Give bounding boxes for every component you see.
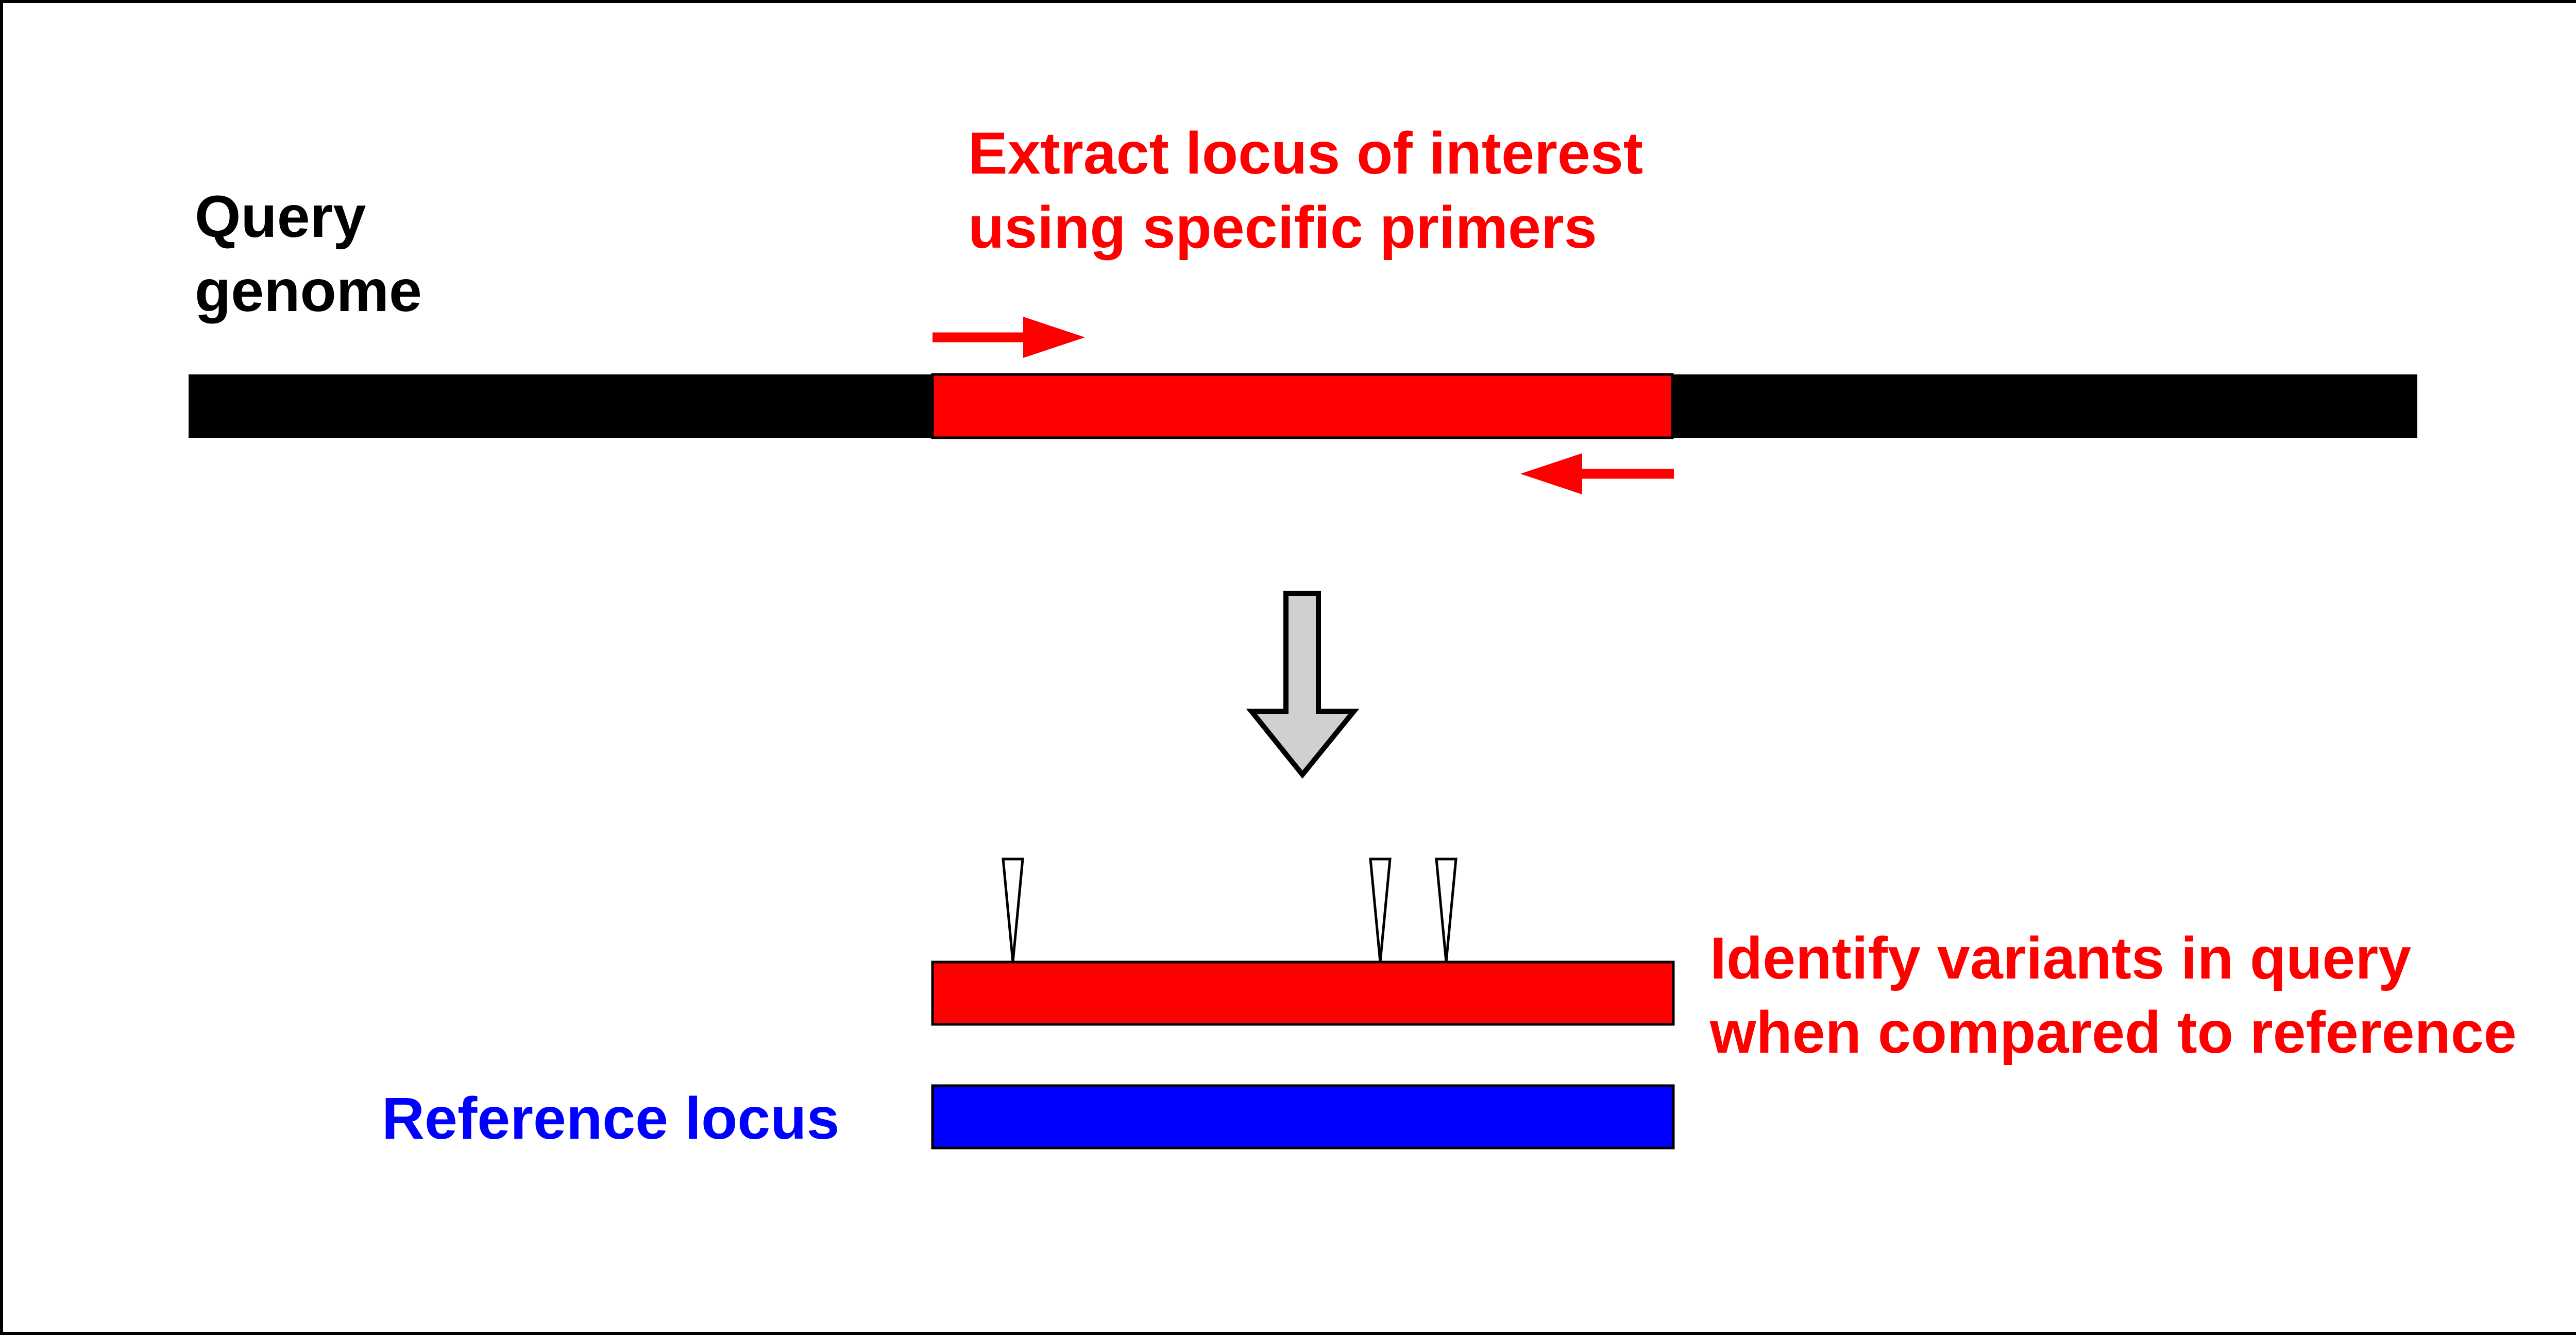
identify-variants-label-line-2: when compared to reference xyxy=(1710,1000,2517,1066)
query-locus-bar xyxy=(931,960,1675,1026)
variant-marker-triangle-marker-icon xyxy=(1002,857,1024,963)
variant-marker-triangle-marker-icon xyxy=(1435,857,1458,963)
reference-locus-bar xyxy=(931,1084,1675,1150)
query-genome-label-line-1: Query xyxy=(195,184,366,250)
extract-locus-label: Extract locus of interest using specific… xyxy=(968,116,1643,265)
extract-locus-label-line-2: using specific primers xyxy=(968,195,1597,261)
extract-locus-label-line-1: Extract locus of interest xyxy=(968,121,1643,186)
query-genome-label-line-2: genome xyxy=(195,258,422,324)
query-genome-label: Query genome xyxy=(195,180,422,328)
variant-marker-triangle-marker-icon xyxy=(1369,857,1392,963)
forward-primer-right-arrow-icon xyxy=(933,317,1085,358)
identify-variants-label: Identify variants in query when compared… xyxy=(1710,921,2517,1070)
reverse-primer-left-arrow-icon xyxy=(1520,453,1674,494)
flow-down-arrow-icon xyxy=(1246,591,1360,779)
diagram-graphics xyxy=(189,317,2417,1150)
reference-locus-label: Reference locus xyxy=(382,1086,840,1152)
identify-variants-label-line-1: Identify variants in query xyxy=(1710,925,2412,991)
locus-on-genome-bar xyxy=(931,373,1674,439)
